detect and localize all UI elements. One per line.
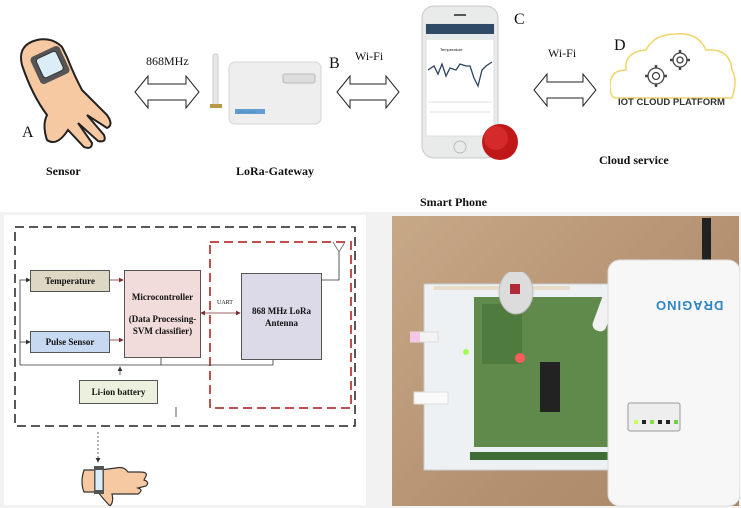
link-label-868mhz: 868MHz [146, 54, 189, 68]
node-label-cloud-service: Cloud service [599, 153, 669, 167]
block-microcontroller: Microcontroller (Data Processing-SVM cla… [124, 270, 201, 358]
lora-module-boundary [209, 241, 352, 409]
iot-cloud-icon [610, 33, 736, 99]
lora-gateway-photo [592, 218, 740, 507]
microcontroller-subtitle: (Data Processing-SVM classifier) [128, 314, 197, 336]
block-lora-antenna: 868 MHz LoRa Antenna [241, 273, 322, 360]
hardware-photo: DRAGINO [370, 212, 741, 508]
node-label-sensor: Sensor [46, 164, 81, 178]
bidirectional-arrow-icon [134, 74, 200, 110]
link-label-wifi-2: Wi-Fi [548, 46, 577, 60]
sensor-block-diagram: Temperature Pulse Sensor Microcontroller… [0, 212, 370, 508]
cloud-platform-label: IOT CLOUD PLATFORM [618, 97, 725, 108]
smartphone-icon [421, 5, 518, 160]
wrist-sensor-icon [81, 466, 149, 506]
gateway-brand: DRAGINO [238, 109, 257, 114]
bidirectional-arrow-icon [336, 74, 400, 110]
node-label-smart-phone: Smart Phone [420, 195, 487, 209]
block-li-ion-battery: Li-ion battery [79, 380, 158, 404]
block-temperature: Temperature [30, 270, 110, 292]
block-diagram-wiring [14, 226, 356, 463]
link-label-wifi-1: Wi-Fi [355, 49, 384, 63]
node-letter-c: C [514, 11, 525, 28]
node-letter-d: D [614, 37, 626, 54]
wrist-sensor-icon [20, 38, 112, 149]
bidirectional-arrow-icon [533, 72, 597, 108]
block-pulse-sensor: Pulse Sensor [30, 331, 110, 353]
node-label-lora-gateway: LoRa-Gateway [236, 164, 314, 178]
system-overview-diagram: A Sensor 868MHz LoRa-Gateway B Wi-Fi Tem… [0, 0, 741, 212]
uart-label: UART [217, 300, 233, 306]
photo-gateway-brand: DRAGINO [655, 298, 724, 313]
phone-screen-title: Temperature [440, 47, 463, 52]
link-letter-b: B [329, 55, 340, 72]
lora-gateway-device-icon [210, 53, 322, 125]
microcontroller-title: Microcontroller [131, 292, 194, 302]
node-letter-a: A [22, 124, 34, 141]
wearable-boundary [14, 226, 356, 427]
microcontroller-board-photo [410, 272, 610, 471]
